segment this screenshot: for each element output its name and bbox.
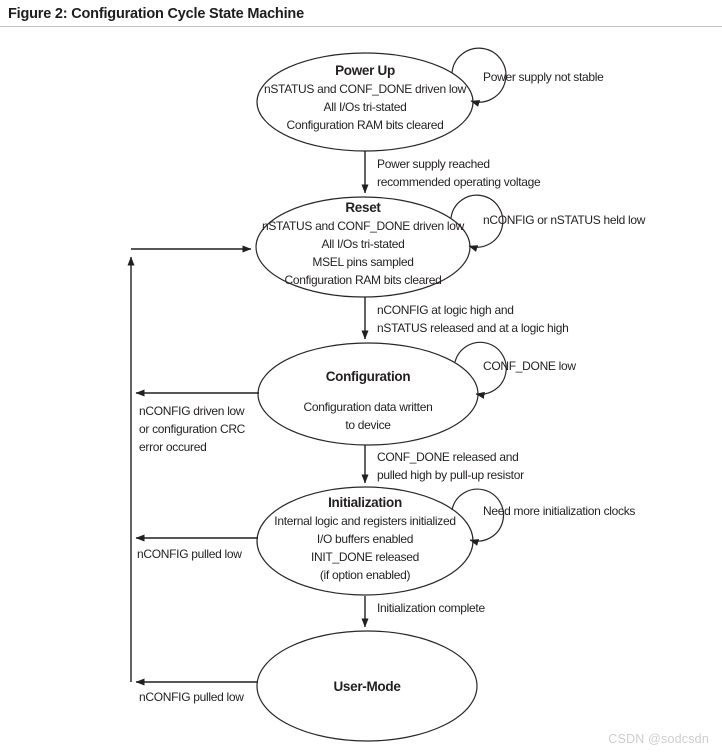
transition-label-initialization-to-reset: nCONFIG pulled low <box>137 545 242 563</box>
label-line: Power supply reached <box>377 157 490 171</box>
state-reset: Reset nSTATUS and CONF_DONE driven low A… <box>243 198 483 289</box>
state-line: Configuration data written <box>303 400 433 414</box>
state-line: All I/Os tri-stated <box>321 237 405 251</box>
self-loop-label-initialization: Need more initialization clocks <box>483 504 636 518</box>
state-line: MSEL pins sampled <box>312 255 414 269</box>
state-line: Configuration RAM bits cleared <box>286 118 444 132</box>
self-loop-initialization <box>451 488 505 546</box>
label-line: nCONFIG driven low <box>139 404 245 418</box>
state-title: Reset <box>345 200 381 215</box>
label-line: error occured <box>139 440 207 454</box>
state-line: INIT_DONE released <box>311 550 419 564</box>
state-line: (if option enabled) <box>319 568 411 582</box>
label-line: pulled high by pull-up resistor <box>377 468 524 482</box>
state-line: nSTATUS and CONF_DONE driven low <box>263 82 467 96</box>
state-line: Configuration RAM bits cleared <box>284 273 442 287</box>
ellipse-user-mode <box>256 630 478 742</box>
transition-label-user-mode-to-reset: nCONFIG pulled low <box>139 688 244 706</box>
transition-label-initialization-to-user-mode: Initialization complete <box>377 599 485 617</box>
figure-title-rule <box>0 26 722 27</box>
state-line: All I/Os tri-stated <box>323 100 407 114</box>
state-configuration: Configuration Configuration data written… <box>248 367 488 434</box>
transition-label-power-up-to-reset: Power supply reached recommended operati… <box>377 155 541 191</box>
self-loop-label-reset: nCONFIG or nSTATUS held low <box>483 213 646 227</box>
self-loop-configuration <box>454 341 507 399</box>
transition-label-configuration-to-initialization: CONF_DONE released and pulled high by pu… <box>377 448 524 484</box>
state-user-mode: User-Mode <box>247 677 487 696</box>
self-loop-label-configuration: CONF_DONE low <box>483 359 576 373</box>
state-title: Power Up <box>335 63 395 78</box>
label-line: nCONFIG pulled low <box>139 690 244 704</box>
state-power-up: Power Up nSTATUS and CONF_DONE driven lo… <box>245 61 485 134</box>
state-line: to device <box>345 418 391 432</box>
label-line: recommended operating voltage <box>377 175 541 189</box>
label-line: nCONFIG at logic high and <box>377 303 514 317</box>
spacer <box>248 386 488 398</box>
label-line: or configuration CRC <box>139 422 246 436</box>
state-line: nSTATUS and CONF_DONE driven low <box>261 219 465 233</box>
label-line: CONF_DONE released and <box>377 450 519 464</box>
label-line: nSTATUS released and at a logic high <box>377 321 569 335</box>
state-title: Configuration <box>325 369 411 384</box>
self-loop-label-power-up: Power supply not stable <box>483 70 604 84</box>
watermark: CSDN @sodcsdn <box>608 732 709 746</box>
transition-label-reset-to-configuration: nCONFIG at logic high and nSTATUS releas… <box>377 301 569 337</box>
transition-label-configuration-to-reset: nCONFIG driven low or configuration CRC … <box>139 402 245 456</box>
state-title: Initialization <box>328 495 402 510</box>
label-line: Initialization complete <box>377 601 485 615</box>
self-loop-power-up <box>451 47 507 107</box>
state-initialization: Initialization Internal logic and regist… <box>245 493 485 584</box>
figure-title: Figure 2: Configuration Cycle State Mach… <box>8 6 304 22</box>
label-line: nCONFIG pulled low <box>137 547 242 561</box>
state-title: User-Mode <box>333 679 401 694</box>
state-line: I/O buffers enabled <box>316 532 414 546</box>
state-line: Internal logic and registers initialized <box>274 514 456 528</box>
self-loop-reset <box>450 194 504 252</box>
